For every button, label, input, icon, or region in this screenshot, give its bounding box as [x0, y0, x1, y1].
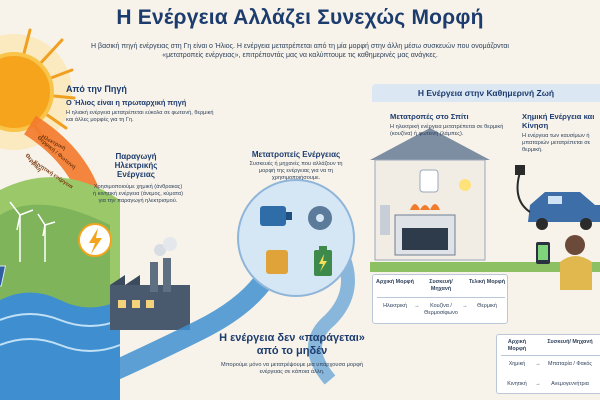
fuel-pump-icon	[515, 165, 531, 213]
table-cell: Χημική	[508, 361, 526, 367]
wind-turbine-icon	[9, 201, 56, 262]
converters-heading: Μετατροπείς Ενέργειας	[251, 150, 341, 159]
daily-life-heading: Η Ενέργεια στην Καθημερινή Ζωή	[417, 88, 555, 98]
table-cell: Θερμική	[477, 303, 497, 309]
table-header: Αρχική Μορφή	[507, 339, 527, 352]
arrow-icon: →	[414, 303, 420, 309]
converters-circle	[237, 179, 355, 297]
bottom-note-text: Μπορούμε μόνο να μετατρέψουμε μια υπάρχο…	[221, 362, 363, 375]
home-conversion-table: Αρχική Μορφή Συσκευή/ Μηχανή Τελική Μορφ…	[372, 274, 508, 324]
lightning-icon	[89, 228, 102, 254]
table-cell: Μπαταρία / Φακός	[548, 361, 592, 367]
table-cell: Κουζίνα / Θερμοσίφωνο	[424, 303, 458, 316]
motor-icon	[260, 206, 292, 226]
power-plant-icon	[110, 237, 190, 330]
table-header: Αρχική Μορφή	[376, 279, 414, 285]
chemical-heading: Χημική Ενέργεια και Κίνηση	[522, 112, 595, 130]
table-cell: Ηλεκτρική	[383, 303, 407, 309]
home-heading: Μετατροπές στο Σπίτι	[390, 112, 469, 121]
table-header: Τελική Μορφή	[468, 279, 505, 285]
chemical-conversion-table: Αρχική Μορφή Συσκευή/ Μηχανή Χημική → Μπ…	[496, 334, 600, 394]
arrow-icon: →	[535, 381, 541, 387]
sun-icon	[0, 52, 54, 132]
table-cell: Κινητική	[507, 381, 527, 387]
arrow-icon: →	[535, 361, 541, 367]
person-icon	[560, 235, 592, 290]
daily-life-header: Η Ενέργεια στην Καθημερινή Ζωή	[372, 84, 600, 102]
converters-text: Συσκευές ή μηχανές που αλλάζουν τη μορφή…	[249, 161, 343, 181]
grass-strip	[370, 262, 600, 272]
table-header: Συσκευή/ Μηχανή	[547, 339, 593, 345]
production-heading: Παραγωγή Ηλεκτρικής Ενέργειας	[114, 152, 158, 179]
table-header: Συσκευή/ Μηχανή	[429, 279, 453, 292]
page-subtitle: Η βασική πηγή ενέργειας στη Γη είναι ο Ή…	[91, 43, 509, 59]
house-icon	[370, 128, 490, 261]
car-icon	[528, 192, 600, 230]
arrow-icon: →	[462, 303, 468, 309]
generator-icon	[266, 250, 288, 274]
page-title: Η Ενέργεια Αλλάζει Συνεχώς Μορφή	[116, 6, 484, 29]
chemical-text: Η ενέργεια των καυσίμων ή μπαταριών μετα…	[522, 133, 591, 153]
source-text: Η ηλιακή ενέργεια μετατρέπεται εύκολα σε…	[66, 110, 214, 123]
battery-icon	[314, 246, 332, 276]
production-text: Χρησιμοποιούμε χημική (άνθρακας) ή κινητ…	[93, 184, 183, 204]
turbine-icon	[308, 206, 332, 230]
source-subheading: Ο Ήλιος είναι η πρωταρχική πηγή	[66, 98, 187, 107]
table-cell: Ανεμογεννήτρια	[551, 381, 589, 387]
source-heading: Από την Πηγή	[66, 84, 127, 94]
bottom-note-heading: Η ενέργεια δεν «παράγεται» από το μηδέν	[219, 332, 365, 357]
home-text: Η ηλεκτρική ενέργεια μετατρέπεται σε θερ…	[390, 124, 504, 137]
solar-panel-icon	[0, 265, 7, 287]
